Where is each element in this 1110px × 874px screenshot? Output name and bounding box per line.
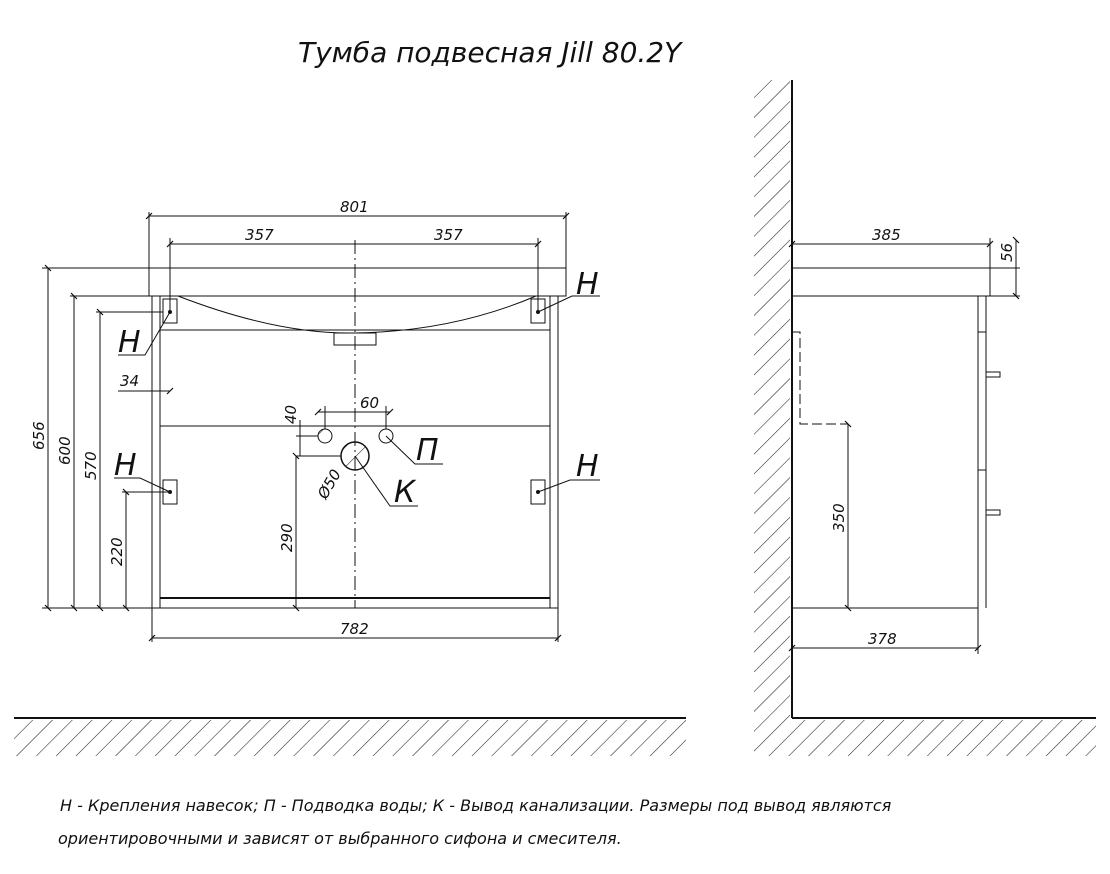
label-mount-bl: Н <box>114 448 137 483</box>
label-mount-tl: Н <box>118 325 141 360</box>
countertop-side <box>791 267 991 297</box>
wall-hatch <box>754 80 790 720</box>
countertop <box>148 267 567 297</box>
dim-offset-40: 40 <box>282 405 300 424</box>
dim-height-220: 220 <box>108 537 126 566</box>
dim-offset-34: 34 <box>120 372 139 390</box>
floor-hatch-side <box>754 720 1096 756</box>
label-water: П <box>416 433 439 468</box>
dim-top-thickness: 56 <box>998 243 1016 262</box>
mount-bracket-br <box>530 479 546 505</box>
side-view: 385 56 350 378 <box>754 80 1096 756</box>
dim-height-600: 600 <box>56 436 74 465</box>
dim-total-width: 801 <box>340 198 369 216</box>
basin-outline <box>177 295 537 334</box>
dim-height-350: 350 <box>830 503 848 532</box>
label-drain: К <box>394 475 417 510</box>
legend-line-1: Н - Крепления навесок; П - Подводка воды… <box>60 796 892 815</box>
dim-height-570: 570 <box>82 451 100 480</box>
legend-line-2: ориентировочными и зависят от выбранного… <box>58 829 622 848</box>
drawing-title: Тумба подвесная Jill 80.2Y <box>298 36 683 69</box>
dim-height-290: 290 <box>278 523 296 552</box>
dim-half-left: 357 <box>245 226 274 244</box>
water-pipe-left <box>317 428 333 444</box>
floor-hatch-front <box>14 720 686 756</box>
dim-depth-body: 378 <box>868 630 897 648</box>
dim-height-total: 656 <box>30 421 48 450</box>
dim-depth-top: 385 <box>872 226 901 244</box>
front-view: 801 357 357 782 656 600 570 220 34 <box>14 198 686 756</box>
label-mount-tr: Н <box>576 267 599 302</box>
dim-body-width: 782 <box>340 620 369 638</box>
drawer-handle-bottom <box>985 509 1001 516</box>
drawer-handle-top <box>985 371 1001 378</box>
dim-spacing-60: 60 <box>360 394 379 412</box>
dim-half-right: 357 <box>434 226 463 244</box>
label-mount-br: Н <box>576 449 599 484</box>
cabinet-side <box>791 295 979 609</box>
dim-diameter: Ø50 <box>313 466 345 503</box>
